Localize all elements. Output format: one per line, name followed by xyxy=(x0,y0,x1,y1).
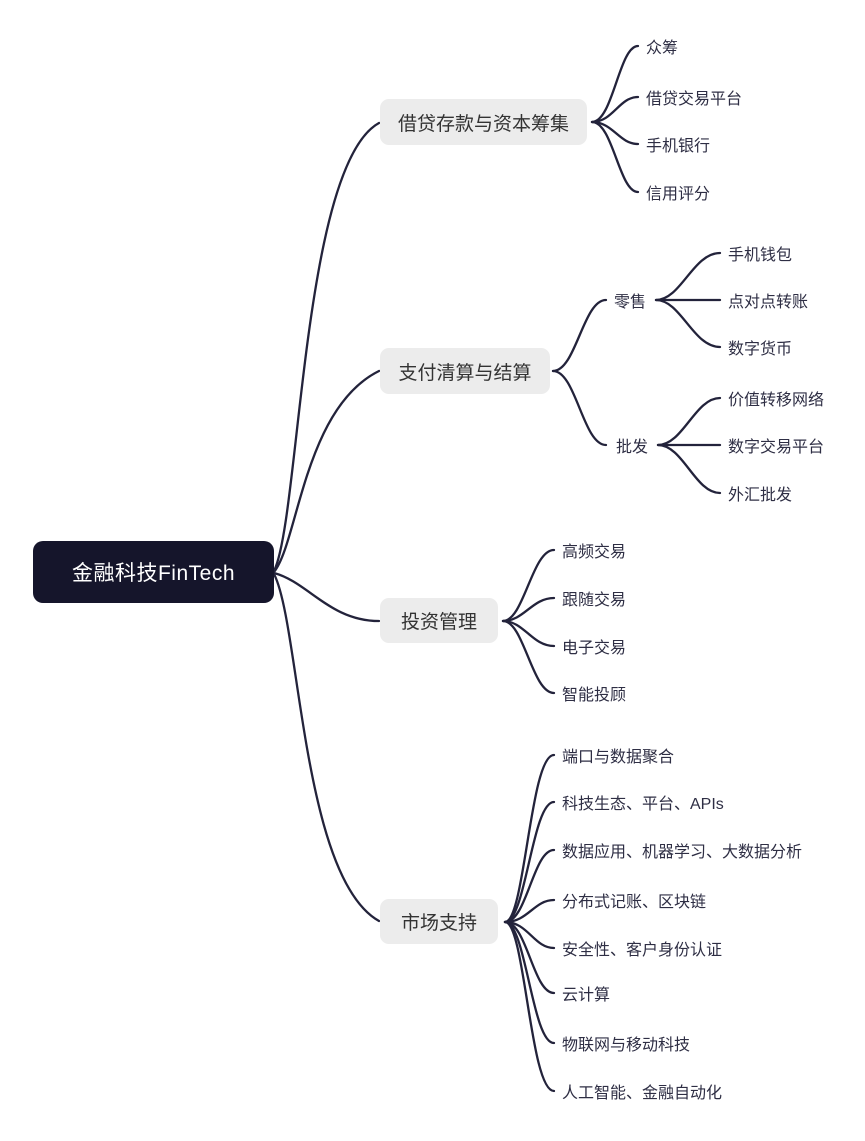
connector-payment-to-wholesale xyxy=(551,369,608,447)
connector-investment-to-hft xyxy=(501,548,556,623)
leaf-digital-trading-platform[interactable]: 数字交易平台 xyxy=(728,439,825,456)
root-node-fintech[interactable]: 金融科技FinTech xyxy=(33,541,274,603)
branch-market-support[interactable]: 市场支持 xyxy=(380,899,498,944)
leaf-distributed-ledger-blockchain[interactable]: 分布式记账、区块链 xyxy=(562,894,707,911)
leaf-high-frequency-trading[interactable]: 高频交易 xyxy=(562,544,627,561)
leaf-lending-trading-platform[interactable]: 借贷交易平台 xyxy=(646,91,743,108)
leaf-value-transfer-network[interactable]: 价值转移网络 xyxy=(728,392,825,409)
branch-investment-management[interactable]: 投资管理 xyxy=(380,598,498,643)
leaf-credit-scoring[interactable]: 信用评分 xyxy=(646,186,711,203)
leaf-mobile-wallet[interactable]: 手机钱包 xyxy=(728,247,793,264)
connector-root-to-branch-payment xyxy=(272,369,381,574)
connector-lending-to-credit-scoring xyxy=(590,120,640,194)
leaf-tech-ecosystem-platforms-apis[interactable]: 科技生态、平台、APIs xyxy=(562,796,724,813)
leaf-data-application-ml-bigdata[interactable]: 数据应用、机器学习、大数据分析 xyxy=(562,844,803,861)
connector-market-to-tech-ecosystem xyxy=(503,800,556,924)
leaf-port-data-aggregation[interactable]: 端口与数据聚合 xyxy=(562,749,675,766)
leaf-ai-financial-automation[interactable]: 人工智能、金融自动化 xyxy=(562,1085,723,1102)
leaf-p2p-transfer[interactable]: 点对点转账 xyxy=(728,294,809,311)
connector-retail-to-digital-currency xyxy=(654,298,722,349)
connector-market-to-ai-automation xyxy=(503,920,556,1093)
connector-market-to-distributed-ledger xyxy=(503,898,556,924)
leaf-security-customer-identity[interactable]: 安全性、客户身份认证 xyxy=(562,942,723,959)
leaf-iot-mobile-tech[interactable]: 物联网与移动科技 xyxy=(562,1037,691,1054)
leaf-mobile-banking[interactable]: 手机银行 xyxy=(646,138,711,155)
branch-payment-clearing-settlement[interactable]: 支付清算与结算 xyxy=(380,348,550,394)
connector-root-to-branch-market xyxy=(272,572,381,923)
connector-root-to-branch-investment xyxy=(272,571,381,623)
leaf-crowdfunding[interactable]: 众筹 xyxy=(646,40,679,57)
connector-market-to-cloud-computing xyxy=(503,920,556,995)
connector-investment-to-copy-trading xyxy=(501,596,556,623)
connector-market-to-port-data-aggregation xyxy=(503,753,556,924)
leaf-robo-advisor[interactable]: 智能投顾 xyxy=(562,687,627,704)
connector-payment-to-retail xyxy=(551,298,608,373)
connector-investment-to-robo-advisor xyxy=(501,619,556,695)
connector-wholesale-to-value-transfer-network xyxy=(656,396,722,447)
connector-market-to-data-application xyxy=(503,848,556,924)
connector-wholesale-to-fx-wholesale xyxy=(656,443,722,495)
connector-root-to-branch-lending xyxy=(272,121,381,573)
connector-market-to-iot-mobile xyxy=(503,920,556,1045)
leaf-digital-currency[interactable]: 数字货币 xyxy=(728,341,793,358)
subnode-retail[interactable]: 零售 xyxy=(614,294,647,311)
subnode-wholesale[interactable]: 批发 xyxy=(616,439,649,456)
branch-lending-deposits-capital-raising[interactable]: 借贷存款与资本筹集 xyxy=(380,99,587,145)
connector-retail-to-mobile-wallet xyxy=(654,251,722,302)
leaf-fx-wholesale[interactable]: 外汇批发 xyxy=(728,487,793,504)
leaf-cloud-computing[interactable]: 云计算 xyxy=(562,987,611,1004)
leaf-copy-trading[interactable]: 跟随交易 xyxy=(562,592,627,609)
connector-lending-to-lending-platform xyxy=(590,95,640,124)
leaf-electronic-trading[interactable]: 电子交易 xyxy=(562,640,627,657)
connector-lending-to-crowdfunding xyxy=(590,44,640,124)
